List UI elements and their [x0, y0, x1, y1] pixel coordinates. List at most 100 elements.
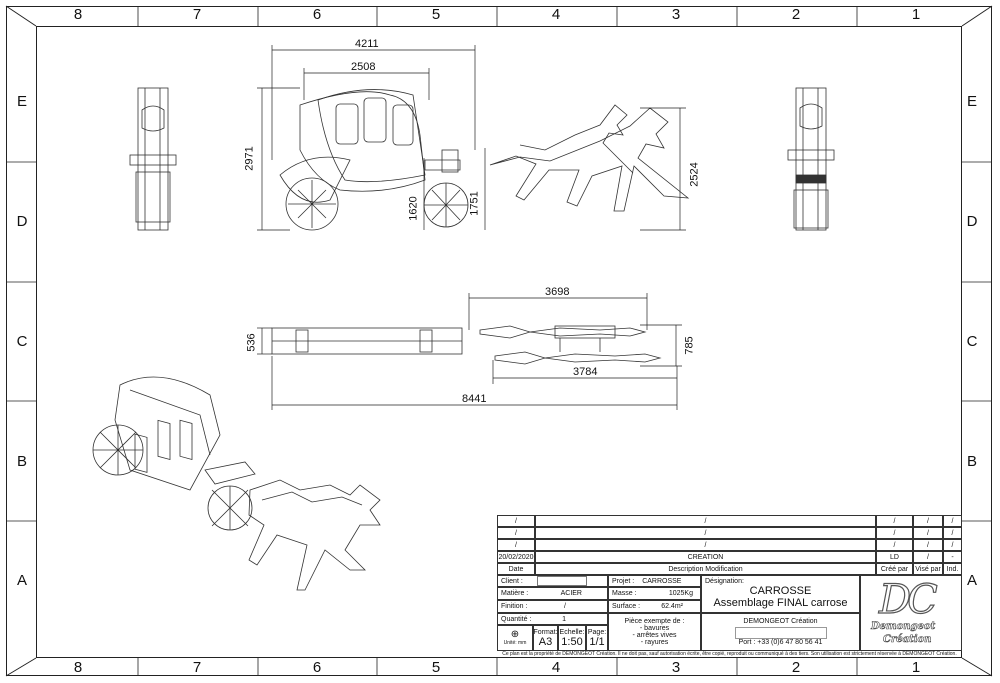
- scale-label: Echelle:: [559, 628, 585, 636]
- zone-col-5-bottom: 5: [431, 659, 441, 676]
- company-name: DEMONGEOT Création: [743, 618, 818, 625]
- projet-value: CARROSSE: [642, 577, 682, 585]
- zone-row-a: A: [16, 572, 27, 589]
- outer-frame: [6, 6, 992, 676]
- format-label: Format:: [533, 628, 558, 636]
- quantite-row: Quantité : 1: [497, 613, 608, 625]
- page-cell: Page: 1/1: [586, 625, 608, 651]
- dim-overall-length-top: 8441: [462, 393, 487, 405]
- zone-row-b: B: [16, 453, 27, 470]
- dim-carriage-height: 2971: [243, 146, 256, 171]
- rev-created-by: LD: [876, 551, 913, 563]
- dim-horse-height-small: 1751: [468, 191, 481, 216]
- surface-row: Surface : 62.4m²: [608, 600, 701, 613]
- rev-blank-desc-3: /: [535, 539, 876, 551]
- projet-label: Projet :: [612, 577, 635, 585]
- page-label: Page:: [587, 628, 607, 636]
- rev-checked-by: /: [913, 551, 943, 563]
- zone-col-6: 6: [312, 6, 322, 23]
- company-logo: DC Demongeot Création: [865, 576, 955, 649]
- piece-line-1: Pièce exempte de :: [624, 618, 685, 625]
- rev-blank-check-3: /: [913, 539, 943, 551]
- matiere-value: ACIER: [560, 590, 582, 597]
- finition-label: Finition :: [501, 603, 528, 610]
- phone-box: [734, 627, 827, 639]
- format-value: A3: [538, 635, 553, 648]
- client-row: Client :: [497, 575, 608, 587]
- rev-header-description: Description Modification: [535, 563, 876, 575]
- zone-col-5: 5: [431, 6, 441, 23]
- dim-horse-length-lower: 3784: [573, 366, 598, 378]
- logo-line-1: Demongeot: [871, 621, 936, 633]
- dim-horse-height: 2524: [688, 162, 701, 187]
- scale-cell: Echelle: 1:50: [558, 625, 586, 651]
- zone-col-6-bottom: 6: [312, 659, 322, 676]
- company-cell: DEMONGEOT Création Port : +33 (0)6 47 80…: [701, 613, 860, 651]
- rev-blank-ind-1: /: [943, 515, 962, 527]
- matiere-row: Matière : ACIER: [497, 587, 608, 600]
- designation-label: Désignation:: [705, 578, 744, 585]
- logo-initials: DC: [878, 576, 938, 623]
- property-notice: Ce plan est la propriété de DEMONGEOT Cr…: [502, 651, 957, 657]
- client-label: Client :: [501, 577, 523, 585]
- zone-row-d-right: D: [966, 213, 978, 230]
- finition-value: /: [564, 603, 566, 610]
- dim-body-length: 2508: [351, 61, 376, 73]
- surface-value: 62.4m²: [661, 603, 683, 610]
- rev-blank-desc-2: /: [535, 527, 876, 539]
- masse-label: Masse :: [612, 590, 637, 597]
- piece-exempt-cell: Pièce exempte de : - bavures - arrêtes v…: [608, 613, 701, 651]
- piece-line-4: - rayures: [640, 639, 669, 646]
- rev-blank-desc-1: /: [535, 515, 876, 527]
- rev-blank-by-2: /: [876, 527, 913, 539]
- zone-col-1: 1: [911, 6, 921, 23]
- zone-col-1-bottom: 1: [911, 659, 921, 676]
- designation-cell: Désignation: CARROSSE Assemblage FINAL c…: [701, 575, 860, 613]
- rev-blank-ind-2: /: [943, 527, 962, 539]
- rev-date: 20/02/2020: [497, 551, 535, 563]
- rev-header-index: Ind.: [943, 563, 962, 575]
- inner-frame: [36, 26, 962, 658]
- rev-header-date: Date: [497, 563, 535, 575]
- zone-row-d: D: [16, 213, 28, 230]
- projet-row: Projet : CARROSSE: [608, 575, 701, 587]
- zone-col-8-bottom: 8: [73, 659, 83, 676]
- dim-horse-width: 785: [683, 336, 696, 355]
- unit-cell: ⊕ Unité: mm: [497, 625, 533, 651]
- quantite-label: Quantité :: [501, 615, 532, 623]
- zone-row-c-right: C: [966, 333, 978, 350]
- zone-row-c: C: [16, 333, 28, 350]
- rev-blank-date-3: /: [497, 539, 535, 551]
- rev-description: CREATION: [535, 551, 876, 563]
- rev-blank-check-2: /: [913, 527, 943, 539]
- masse-value: 1025Kg: [668, 590, 693, 597]
- zone-row-a-right: A: [966, 572, 977, 589]
- finition-row: Finition : /: [497, 600, 608, 613]
- rev-header-created-by: Créé par: [876, 563, 913, 575]
- rev-blank-by-3: /: [876, 539, 913, 551]
- zone-row-b-right: B: [966, 453, 977, 470]
- dim-front-wheel-height: 1620: [407, 196, 420, 221]
- zone-col-3: 3: [671, 6, 681, 23]
- piece-line-2: - bavures: [639, 625, 670, 632]
- designation-subtitle: Assemblage FINAL carrose: [713, 597, 848, 609]
- zone-col-7-bottom: 7: [192, 659, 202, 676]
- logo-cell: [860, 575, 962, 651]
- matiere-label: Matière :: [501, 590, 529, 597]
- quantite-value: 1: [562, 615, 566, 623]
- projection-icon: ⊕: [510, 629, 520, 640]
- rev-blank-ind-3: /: [943, 539, 962, 551]
- format-cell: Format: A3: [533, 625, 558, 651]
- surface-label: Surface :: [612, 603, 641, 610]
- rev-header-checked-by: Visé par: [913, 563, 943, 575]
- page-value: 1/1: [589, 635, 605, 648]
- zone-row-e: E: [16, 93, 27, 110]
- scale-value: 1:50: [561, 635, 583, 648]
- dim-top-horse-length: 3698: [545, 286, 570, 298]
- dim-carriage-width: 536: [245, 333, 258, 352]
- company-phone: Port : +33 (0)6 47 80 56 41: [738, 639, 823, 646]
- rev-blank-check-1: /: [913, 515, 943, 527]
- zone-col-3-bottom: 3: [671, 659, 681, 676]
- designation-title: CARROSSE: [749, 585, 812, 597]
